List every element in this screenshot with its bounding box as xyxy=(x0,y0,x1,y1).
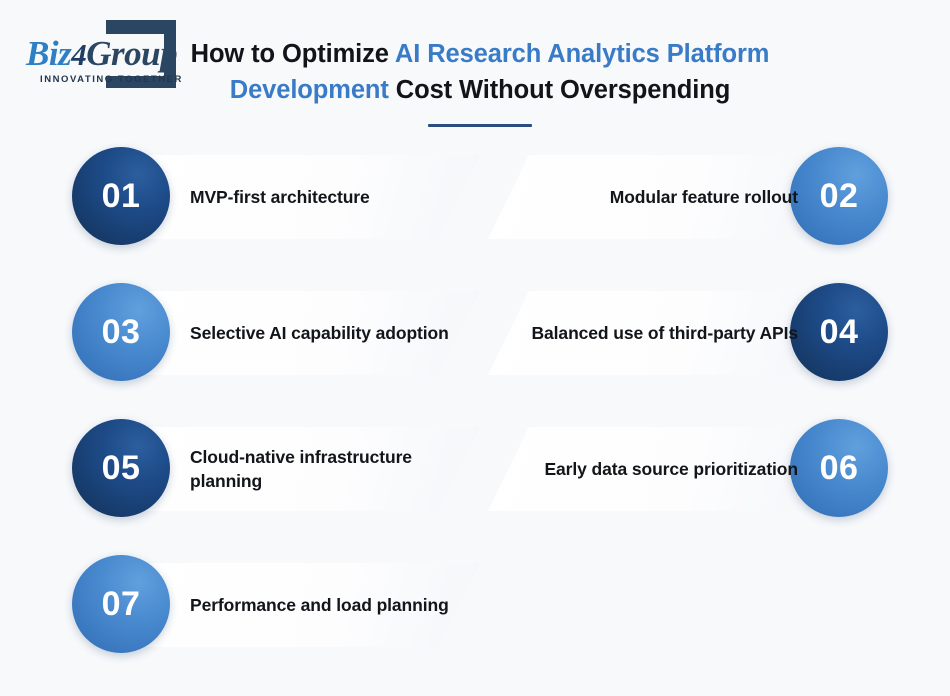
page-title-suffix: Cost Without Overspending xyxy=(388,76,731,104)
step-banner xyxy=(140,291,480,375)
step-label: Balanced use of third-party APIs xyxy=(531,323,799,343)
step-label: Early data source prioritization xyxy=(544,459,798,479)
step-number-badge: 05 xyxy=(72,419,170,517)
biz4group-logo: Biz4Group INNOVATING TOGETHER xyxy=(18,18,181,90)
header: Biz4Group INNOVATING TOGETHER How to Opt… xyxy=(0,0,950,140)
logo-wordmark-four: 4 xyxy=(71,37,87,72)
step-label: MVP-first architecture xyxy=(190,187,370,207)
step-number-badge: 03 xyxy=(72,283,170,381)
logo-mark-notch xyxy=(120,34,164,76)
step-banner xyxy=(488,155,828,239)
step-banner xyxy=(140,427,480,511)
logo-wordmark: Biz4Group xyxy=(26,34,178,74)
step-banner xyxy=(140,155,480,239)
title-divider-bar xyxy=(428,124,532,127)
logo-wordmark-biz: Biz xyxy=(26,34,72,73)
step-banner xyxy=(140,563,480,647)
step-number-badge: 06 xyxy=(790,419,888,517)
page-title-highlight: AI Research Analytics Platform Developme… xyxy=(229,40,770,104)
title-divider xyxy=(190,114,770,132)
step-label: Cloud-native infrastructure planning xyxy=(190,447,412,491)
step-number-badge: 01 xyxy=(72,147,170,245)
step-number-badge: 04 xyxy=(790,283,888,381)
step-number-badge: 02 xyxy=(790,147,888,245)
page-title-prefix: How to Optimize xyxy=(190,40,395,68)
step-label: Modular feature rollout xyxy=(609,187,798,207)
step-label: Performance and load planning xyxy=(190,595,449,615)
step-item[interactable]: 01 MVP-first architecture xyxy=(72,147,482,247)
step-number-badge: 07 xyxy=(72,555,170,653)
step-banner xyxy=(488,291,828,375)
step-item[interactable]: 05 Cloud-native infrastructure planning xyxy=(72,419,482,519)
logo-tagline: INNOVATING TOGETHER xyxy=(40,74,183,85)
step-label: Selective AI capability adoption xyxy=(190,323,449,343)
logo-wordmark-group: Group xyxy=(86,34,178,73)
step-item[interactable]: 07 Performance and load planning xyxy=(72,555,482,655)
page-title: How to Optimize AI Research Analytics Pl… xyxy=(190,36,770,108)
step-item[interactable]: 03 Selective AI capability adoption xyxy=(72,283,482,383)
logo-mark-notch-left xyxy=(106,34,122,76)
page-title-wrap: How to Optimize AI Research Analytics Pl… xyxy=(190,36,770,108)
step-banner xyxy=(488,427,828,511)
